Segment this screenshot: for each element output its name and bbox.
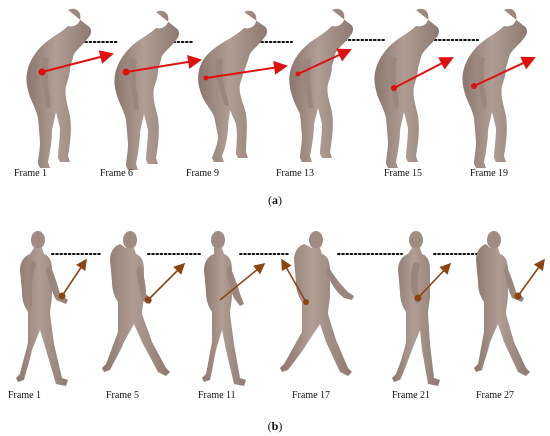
panel-b: Frame 1 Frame 5 Frame 11 Frame 17 Frame … bbox=[8, 231, 545, 433]
frame-label-a-1: Frame 1 bbox=[14, 168, 47, 179]
direction-arrow-b-1 bbox=[61, 258, 87, 297]
frame-label-b-1: Frame 1 bbox=[8, 390, 41, 401]
panel-a: Frame 1 Frame 6 Frame 9 Frame 13 Frame 1… bbox=[14, 8, 536, 207]
walking-figure-1 bbox=[16, 231, 87, 386]
direction-arrow-b-5 bbox=[417, 262, 452, 299]
direction-arrow-a-2 bbox=[125, 55, 202, 73]
walking-figure-6 bbox=[474, 231, 545, 376]
frame-label-b-2: Frame 5 bbox=[106, 390, 139, 401]
bending-figure-3 bbox=[198, 10, 288, 162]
direction-arrow-a-6 bbox=[473, 56, 536, 87]
direction-arrow-b-4 bbox=[281, 258, 307, 303]
walking-figure-5 bbox=[392, 231, 452, 386]
direction-arrow-a-4 bbox=[297, 48, 352, 75]
bending-figure-4 bbox=[289, 8, 353, 162]
direction-arrow-a-5 bbox=[393, 57, 454, 89]
direction-arrow-b-3 bbox=[219, 262, 266, 301]
direction-arrow-b-2 bbox=[147, 262, 186, 301]
bending-figure-1 bbox=[26, 8, 114, 168]
bending-figure-5 bbox=[374, 8, 454, 168]
frame-label-a-6: Frame 19 bbox=[470, 168, 508, 179]
frame-label-a-3: Frame 9 bbox=[186, 168, 219, 179]
panel-label-b: (b) bbox=[268, 419, 283, 433]
frame-label-a-5: Frame 15 bbox=[384, 168, 422, 179]
frame-label-a-2: Frame 6 bbox=[100, 168, 133, 179]
frame-label-b-3: Frame 11 bbox=[198, 390, 236, 401]
direction-arrow-a-1 bbox=[41, 50, 114, 73]
frame-label-b-6: Frame 27 bbox=[476, 390, 514, 401]
walking-figure-3 bbox=[202, 231, 266, 386]
panel-label-a: (a) bbox=[268, 193, 282, 207]
direction-arrow-b-6 bbox=[517, 258, 545, 297]
frame-label-b-4: Frame 17 bbox=[292, 390, 330, 401]
bending-figure-2 bbox=[114, 10, 202, 170]
direction-arrow-a-3 bbox=[205, 60, 288, 79]
frame-label-a-4: Frame 13 bbox=[276, 168, 314, 179]
bending-figure-6 bbox=[462, 8, 536, 168]
frame-label-b-5: Frame 21 bbox=[392, 390, 430, 401]
walking-figure-2 bbox=[102, 231, 186, 376]
walking-figure-4 bbox=[280, 231, 354, 376]
